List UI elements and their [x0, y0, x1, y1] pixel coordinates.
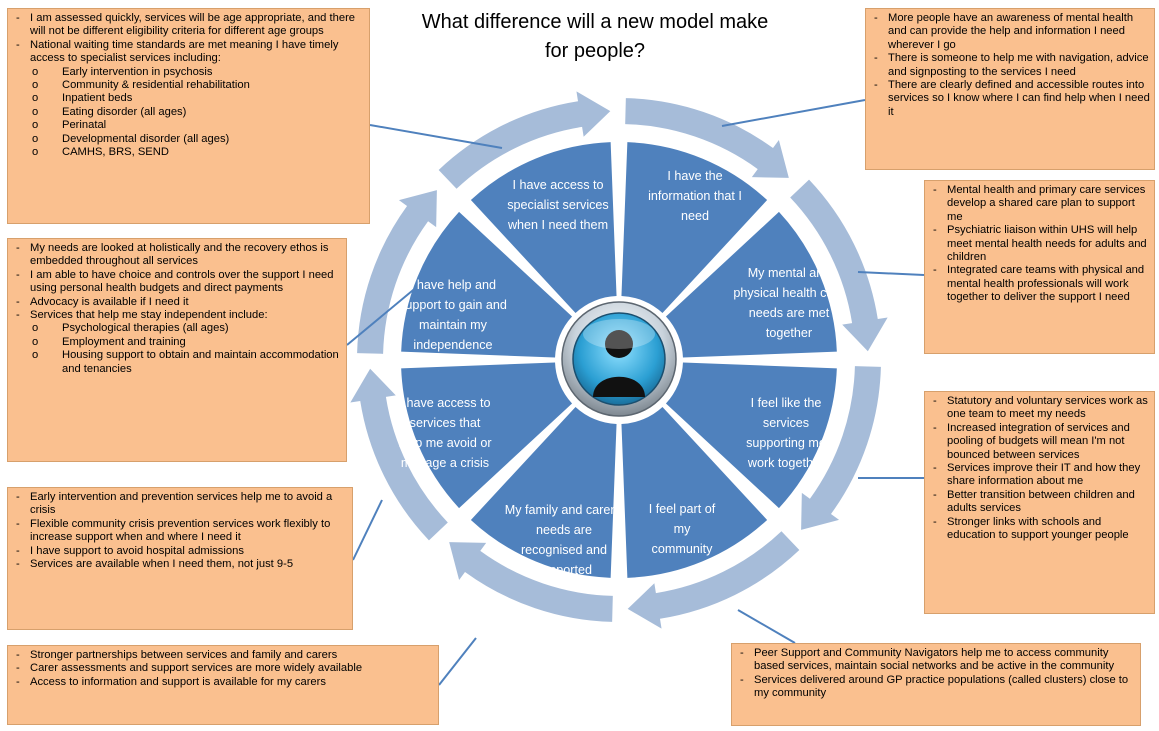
wheel-segments: [401, 142, 837, 578]
cycle-arrow: [438, 91, 611, 189]
sub-bullet-item: Developmental disorder (all ages): [12, 133, 365, 147]
wheel-segment: [621, 406, 768, 578]
bullet-item: Access to information and support is ava…: [12, 676, 434, 690]
bullet-item: There are clearly defined and accessible…: [870, 79, 1150, 119]
sub-bullet-item: Inpatient beds: [12, 92, 365, 106]
cycle-arrow: [627, 531, 800, 629]
callout-services-work-together: Statutory and voluntary services work as…: [924, 391, 1155, 614]
bullet-item: Early intervention and prevention servic…: [12, 491, 348, 518]
person-silhouette-icon: [561, 301, 677, 417]
callout-leader-line: [857, 271, 925, 276]
sub-bullet-item: Early intervention in psychosis: [12, 66, 365, 80]
wheel-segment: [470, 142, 617, 314]
sub-bullet-item: Psychological therapies (all ages): [12, 322, 342, 336]
callout-independence: My needs are looked at holistically and …: [7, 238, 347, 462]
segment-label-information: I have the information that I need: [648, 169, 742, 223]
cycle-arrow: [357, 190, 437, 354]
wheel-segment: [401, 362, 573, 509]
callout-leader-line: [352, 499, 383, 561]
cycle-arrow: [625, 98, 789, 178]
sub-bullet-item: Community & residential rehabilitation: [12, 79, 365, 93]
bullet-item: Stronger links with schools and educatio…: [929, 516, 1150, 543]
wheel-segment: [665, 211, 837, 358]
callout-leader-line: [737, 609, 796, 644]
segment-label-mental-physical-health: My mental and physical health care needs…: [733, 266, 845, 340]
segment-label-services-work-together: I feel like the services supporting me w…: [746, 396, 826, 470]
cycle-arrow: [449, 542, 613, 622]
bullet-item: Integrated care teams with physical and …: [929, 264, 1150, 304]
bullet-item: Services improve their IT and how they s…: [929, 462, 1150, 489]
bullet-item: Advocacy is available if I need it: [12, 296, 342, 310]
callout-leader-line: [721, 99, 866, 127]
bullet-item: Peer Support and Community Navigators he…: [736, 647, 1136, 674]
segment-label-community: I feel part of my community: [648, 502, 716, 556]
bullet-item: Better transition between children and a…: [929, 489, 1150, 516]
cycle-arrow: [350, 368, 448, 541]
diagram-title: What difference will a new model make fo…: [421, 11, 769, 62]
cycle-arrows: [350, 91, 888, 629]
segment-label-independence: I have help and support to gain and main…: [399, 278, 507, 352]
bullet-item: Services delivered around GP practice po…: [736, 674, 1136, 701]
wheel-segment: [401, 211, 573, 358]
callout-community: Peer Support and Community Navigators he…: [731, 643, 1141, 726]
bullet-item: Services are available when I need them,…: [12, 558, 348, 572]
sub-bullet-item: Housing support to obtain and maintain a…: [12, 349, 342, 376]
callout-specialist-services: I am assessed quickly, services will be …: [7, 8, 370, 224]
bullet-item: Carer assessments and support services a…: [12, 662, 434, 676]
callout-leader-line: [369, 124, 503, 149]
wheel-segment: [470, 406, 617, 578]
bullet-item: Mental health and primary care services …: [929, 184, 1150, 224]
callout-crisis: Early intervention and prevention servic…: [7, 487, 353, 630]
callout-leader-line: [346, 285, 419, 346]
bullet-item: Services that help me stay independent i…: [12, 309, 342, 323]
wheel-segment: [665, 362, 837, 509]
bullet-item: My needs are looked at holistically and …: [12, 242, 342, 269]
bullet-item: National waiting time standards are met …: [12, 39, 365, 66]
segment-label-crisis: I have access to services that help me a…: [398, 396, 492, 470]
wheel-segment: [621, 142, 768, 314]
cycle-arrow: [790, 179, 888, 352]
sub-bullet-item: CAMHS, BRS, SEND: [12, 146, 365, 160]
sub-bullet-item: Perinatal: [12, 119, 365, 133]
callout-mental-physical-health: Mental health and primary care services …: [924, 180, 1155, 354]
callout-leader-line: [438, 637, 477, 686]
bullet-item: Increased integration of services and po…: [929, 422, 1150, 462]
bullet-item: I am assessed quickly, services will be …: [12, 12, 365, 39]
callout-family-carers: Stronger partnerships between services a…: [7, 645, 439, 725]
bullet-item: I am able to have choice and controls ov…: [12, 269, 342, 296]
cycle-arrow: [801, 366, 881, 530]
bullet-item: There is someone to help me with navigat…: [870, 52, 1150, 79]
segment-label-family-carers: My family and carer's needs are recognis…: [504, 503, 624, 577]
bullet-item: Statutory and voluntary services work as…: [929, 395, 1150, 422]
bullet-item: I have support to avoid hospital admissi…: [12, 545, 348, 559]
bullet-item: More people have an awareness of mental …: [870, 12, 1150, 52]
segment-label-specialist-services: I have access to specialist services whe…: [507, 178, 609, 232]
bullet-item: Stronger partnerships between services a…: [12, 649, 434, 663]
callout-leader-lines: [346, 99, 925, 686]
sub-bullet-item: Employment and training: [12, 336, 342, 350]
callout-information: More people have an awareness of mental …: [865, 8, 1155, 170]
bullet-item: Psychiatric liaison within UHS will help…: [929, 224, 1150, 264]
bullet-item: Flexible community crisis prevention ser…: [12, 518, 348, 545]
sub-bullet-item: Eating disorder (all ages): [12, 106, 365, 120]
